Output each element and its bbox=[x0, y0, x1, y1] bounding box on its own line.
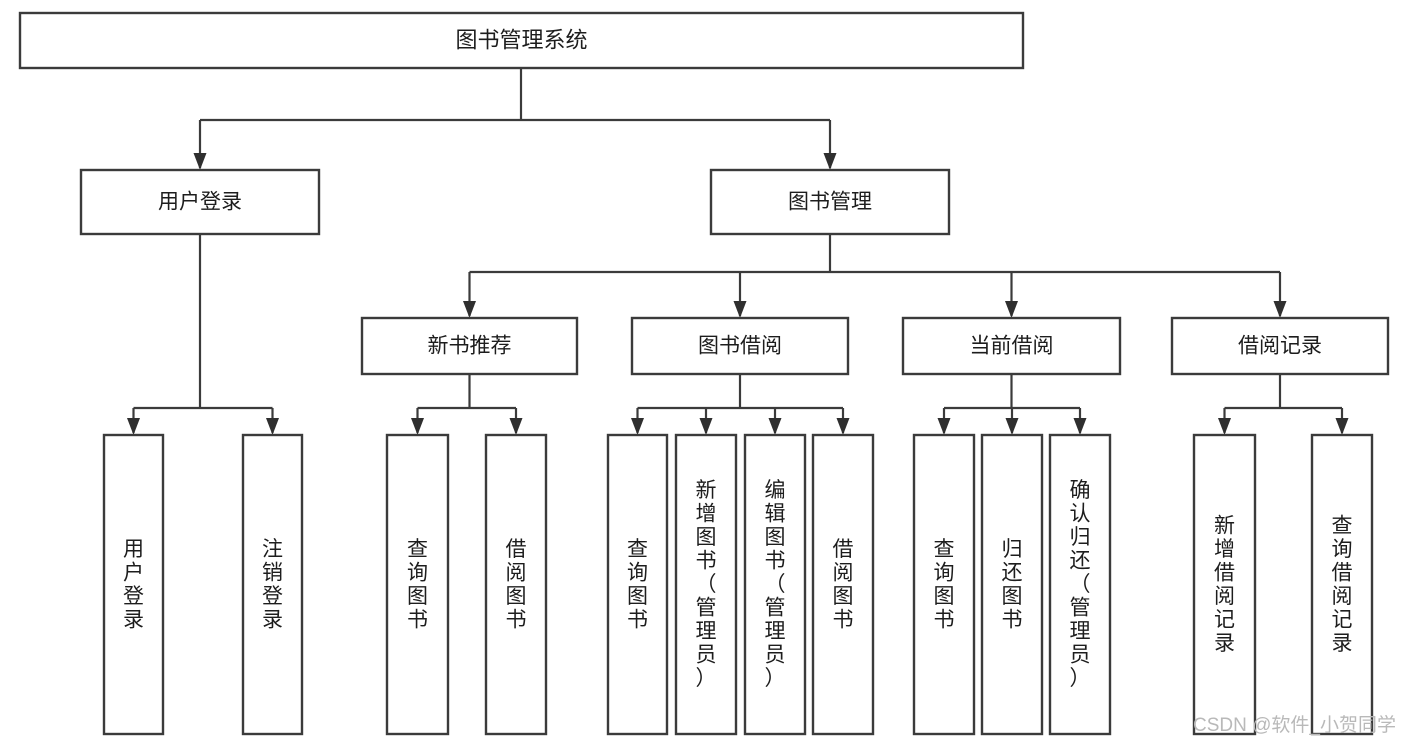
node-label-leaf-confirm-return: 确认归还（管理员） bbox=[1070, 479, 1091, 690]
node-leaf-query-book-1[interactable]: 查询图书 bbox=[385, 433, 450, 736]
node-rect-leaf-return-book bbox=[980, 433, 1044, 736]
node-label-leaf-return-book: 归还图书 bbox=[1002, 538, 1023, 632]
node-label-leaf-add-record: 新增借阅记录 bbox=[1214, 514, 1235, 655]
node-rect-leaf-logout-login bbox=[241, 433, 304, 736]
csdn-watermark: CSDN @软件_小贺同学 bbox=[1193, 714, 1396, 736]
node-leaf-add-book[interactable]: 新增图书（管理员） bbox=[674, 433, 738, 736]
node-rect-leaf-add-book bbox=[674, 433, 738, 736]
node-rect-leaf-user-login bbox=[102, 433, 165, 736]
node-rect-book-manage bbox=[709, 168, 951, 236]
node-rect-book-borrow bbox=[630, 316, 850, 376]
arrow-to-book-manage bbox=[823, 153, 837, 170]
node-leaf-user-login[interactable]: 用户登录 bbox=[102, 433, 165, 736]
node-rect-leaf-add-record bbox=[1192, 433, 1257, 736]
node-rect-leaf-query-book-1 bbox=[385, 433, 450, 736]
arrow-to-book-borrow bbox=[733, 301, 747, 318]
arrow-to-new-book-recommend bbox=[463, 301, 476, 318]
node-label-leaf-borrow-book-2: 借阅图书 bbox=[833, 538, 854, 632]
node-rect-user-login bbox=[79, 168, 321, 236]
node-new-book-recommend[interactable]: 新书推荐 bbox=[360, 316, 579, 376]
node-leaf-confirm-return[interactable]: 确认归还（管理员） bbox=[1048, 433, 1112, 736]
arrow-to-leaf-logout-login bbox=[266, 418, 279, 435]
node-label-leaf-query-book-2: 查询图书 bbox=[627, 538, 648, 632]
arrow-to-leaf-confirm-return bbox=[1073, 418, 1087, 435]
arrow-to-current-borrow bbox=[1005, 301, 1018, 318]
arrow-to-leaf-query-book-1 bbox=[411, 418, 424, 435]
node-leaf-borrow-book-1[interactable]: 借阅图书 bbox=[484, 433, 548, 736]
node-leaf-logout-login[interactable]: 注销登录 bbox=[241, 433, 304, 736]
arrow-to-leaf-query-record bbox=[1335, 418, 1349, 435]
node-label-book-manage: 图书管理 bbox=[788, 191, 872, 214]
arrow-to-leaf-query-book-2 bbox=[631, 418, 644, 435]
node-rect-leaf-query-record bbox=[1310, 433, 1374, 736]
node-label-user-login: 用户登录 bbox=[158, 191, 242, 214]
node-leaf-return-book[interactable]: 归还图书 bbox=[980, 433, 1044, 736]
arrow-to-leaf-add-record bbox=[1218, 418, 1231, 435]
node-root[interactable]: 图书管理系统 bbox=[18, 11, 1025, 70]
node-rect-leaf-borrow-book-2 bbox=[811, 433, 875, 736]
connector-layer bbox=[127, 68, 1349, 435]
node-book-borrow[interactable]: 图书借阅 bbox=[630, 316, 850, 376]
node-label-leaf-logout-login: 注销登录 bbox=[262, 538, 283, 632]
node-label-leaf-add-book: 新增图书（管理员） bbox=[696, 479, 717, 690]
node-leaf-add-record[interactable]: 新增借阅记录 bbox=[1192, 433, 1257, 736]
node-label-leaf-query-book-1: 查询图书 bbox=[407, 538, 428, 632]
node-label-leaf-user-login: 用户登录 bbox=[123, 538, 144, 632]
node-leaf-edit-book[interactable]: 编辑图书（管理员） bbox=[743, 433, 807, 736]
node-rect-leaf-borrow-book-1 bbox=[484, 433, 548, 736]
node-current-borrow[interactable]: 当前借阅 bbox=[901, 316, 1122, 376]
arrow-to-leaf-return-book bbox=[1005, 418, 1019, 435]
watermark-layer: CSDN @软件_小贺同学 bbox=[1193, 714, 1396, 736]
node-label-book-borrow: 图书借阅 bbox=[698, 335, 782, 358]
node-leaf-query-record[interactable]: 查询借阅记录 bbox=[1310, 433, 1374, 736]
node-label-borrow-record: 借阅记录 bbox=[1238, 335, 1322, 358]
arrow-to-user-login bbox=[193, 153, 207, 170]
node-rect-leaf-query-book-2 bbox=[606, 433, 669, 736]
node-leaf-query-book-2[interactable]: 查询图书 bbox=[606, 433, 669, 736]
arrow-to-leaf-borrow-book-2 bbox=[836, 418, 850, 435]
arrow-to-borrow-record bbox=[1273, 301, 1287, 318]
arrow-to-leaf-edit-book bbox=[768, 418, 782, 435]
arrow-to-leaf-user-login bbox=[127, 418, 140, 435]
node-leaf-query-book-3[interactable]: 查询图书 bbox=[912, 433, 976, 736]
node-book-manage[interactable]: 图书管理 bbox=[709, 168, 951, 236]
node-label-root: 图书管理系统 bbox=[455, 27, 587, 52]
node-rect-leaf-confirm-return bbox=[1048, 433, 1112, 736]
node-user-login[interactable]: 用户登录 bbox=[79, 168, 321, 236]
node-borrow-record[interactable]: 借阅记录 bbox=[1170, 316, 1390, 376]
arrow-to-leaf-query-book-3 bbox=[937, 418, 951, 435]
node-rect-borrow-record bbox=[1170, 316, 1390, 376]
node-label-leaf-query-record: 查询借阅记录 bbox=[1332, 514, 1353, 655]
node-label-leaf-query-book-3: 查询图书 bbox=[934, 538, 955, 632]
node-rect-leaf-edit-book bbox=[743, 433, 807, 736]
node-rect-root bbox=[18, 11, 1025, 70]
node-label-leaf-edit-book: 编辑图书（管理员） bbox=[765, 479, 786, 690]
node-rect-new-book-recommend bbox=[360, 316, 579, 376]
node-rect-leaf-query-book-3 bbox=[912, 433, 976, 736]
arrow-to-leaf-borrow-book-1 bbox=[509, 418, 523, 435]
node-label-current-borrow: 当前借阅 bbox=[970, 335, 1054, 358]
node-label-new-book-recommend: 新书推荐 bbox=[428, 335, 512, 358]
node-label-leaf-borrow-book-1: 借阅图书 bbox=[506, 538, 527, 632]
arrow-to-leaf-add-book bbox=[699, 418, 713, 435]
node-rect-current-borrow bbox=[901, 316, 1122, 376]
node-layer: 图书管理系统用户登录图书管理新书推荐图书借阅当前借阅借阅记录用户登录注销登录查询… bbox=[18, 11, 1390, 736]
node-leaf-borrow-book-2[interactable]: 借阅图书 bbox=[811, 433, 875, 736]
